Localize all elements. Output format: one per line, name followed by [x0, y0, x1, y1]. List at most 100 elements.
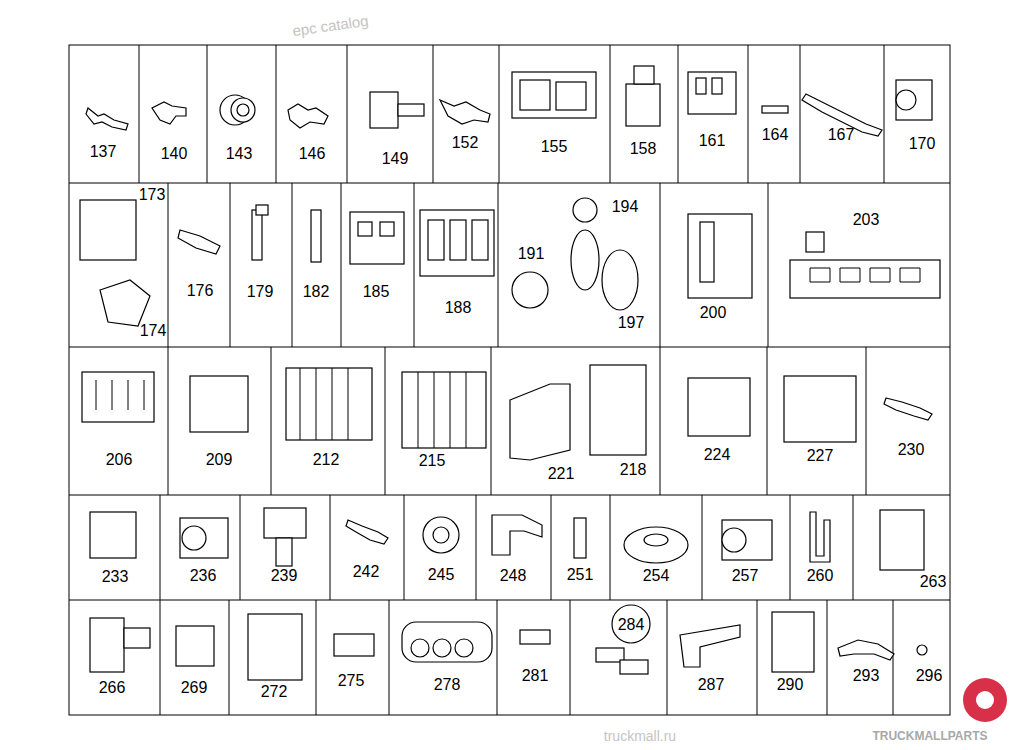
- callout-number: 164: [762, 127, 789, 143]
- callout-number: 239: [271, 568, 298, 584]
- connector: [896, 90, 916, 110]
- seal: [917, 645, 927, 655]
- logo-hole: [976, 691, 994, 709]
- connector: [90, 618, 124, 672]
- plug: [520, 630, 550, 644]
- pin: [311, 210, 321, 262]
- callout-number: 218: [620, 462, 647, 478]
- elbow: [492, 515, 542, 555]
- housing: [520, 80, 550, 110]
- housing: [512, 72, 596, 118]
- callout-number: 281: [522, 668, 549, 684]
- callout-number: 185: [363, 284, 390, 300]
- callout-number: 188: [445, 300, 472, 316]
- callout-number: 272: [261, 684, 288, 700]
- callout-number: 170: [909, 136, 936, 152]
- clip: [810, 512, 830, 562]
- housing: [784, 376, 856, 442]
- callout-number: 257: [732, 568, 759, 584]
- col-lines: [139, 45, 884, 183]
- callout-number: 215: [419, 453, 446, 469]
- callout-number: 293: [853, 668, 880, 684]
- callout-number: 194: [612, 199, 639, 215]
- frame: [69, 45, 950, 715]
- housing-lines: [418, 372, 466, 448]
- grommet: [433, 527, 449, 543]
- callout-number: 278: [434, 677, 461, 693]
- housing: [358, 222, 372, 236]
- boot: [455, 639, 473, 657]
- callout-number: 224: [704, 447, 731, 463]
- pin: [762, 106, 788, 113]
- housing: [634, 66, 654, 84]
- nut: [602, 250, 638, 310]
- callout-number: 284: [618, 617, 645, 633]
- callout-number: 149: [382, 151, 409, 167]
- callout-number: 230: [898, 442, 925, 458]
- callout-number: 200: [700, 305, 727, 321]
- cap: [573, 198, 597, 222]
- housing: [286, 368, 372, 440]
- terminal: [838, 640, 894, 660]
- housing: [450, 220, 466, 260]
- grommet: [624, 527, 688, 563]
- housing: [712, 78, 722, 94]
- callout-number: 212: [313, 452, 340, 468]
- housing: [880, 510, 924, 570]
- callout-number: 179: [247, 284, 274, 300]
- housing: [696, 78, 706, 94]
- callout-number: 176: [187, 283, 214, 299]
- sleeve: [620, 660, 648, 674]
- housing: [90, 512, 136, 558]
- callout-number: 206: [106, 452, 133, 468]
- col-lines: [160, 495, 853, 600]
- housing: [350, 212, 404, 264]
- callout-number: 296: [916, 668, 943, 684]
- watermark: epc catalog: [291, 12, 369, 38]
- callout-number: 155: [541, 139, 568, 155]
- row2-parts: [80, 198, 940, 326]
- watermark: truckmall.ru: [604, 729, 676, 743]
- housing: [380, 222, 394, 236]
- logo: [963, 678, 1007, 722]
- boot: [402, 622, 492, 662]
- col-lines: [168, 347, 866, 495]
- row5-parts: [90, 605, 927, 680]
- callout-number: 161: [699, 133, 726, 149]
- callout-number: 209: [206, 452, 233, 468]
- callout-number: 236: [190, 568, 217, 584]
- callout-number: 167: [828, 127, 855, 143]
- sleeve: [574, 518, 586, 558]
- callout-number: 203: [853, 212, 880, 228]
- terminal: [152, 102, 186, 124]
- callout-number: 173: [139, 187, 166, 203]
- connector: [398, 104, 424, 116]
- terminal: [440, 100, 490, 124]
- housing: [248, 614, 302, 680]
- watermark: TRUCKMALLPARTS: [872, 730, 987, 742]
- boot: [433, 639, 451, 657]
- callout-number: 248: [500, 568, 527, 584]
- housing: [556, 82, 586, 110]
- callout-number: 242: [353, 564, 380, 580]
- holder: [790, 260, 940, 298]
- callout-number: 182: [303, 284, 330, 300]
- housing: [82, 372, 154, 422]
- housing: [688, 214, 752, 298]
- housing-lines: [300, 368, 348, 440]
- col-lines: [168, 183, 768, 347]
- callout-number: 233: [102, 569, 129, 585]
- row3-parts: [82, 365, 932, 460]
- housing: [688, 72, 736, 114]
- callout-number: 254: [643, 568, 670, 584]
- connector: [124, 628, 150, 648]
- grommet: [512, 272, 548, 308]
- terminal: [178, 230, 220, 254]
- callout-number: 221: [548, 466, 575, 482]
- row1-parts: [86, 66, 932, 136]
- plug: [231, 98, 255, 122]
- callout-number: 137: [90, 144, 117, 160]
- plug: [722, 528, 746, 552]
- plug: [237, 104, 249, 116]
